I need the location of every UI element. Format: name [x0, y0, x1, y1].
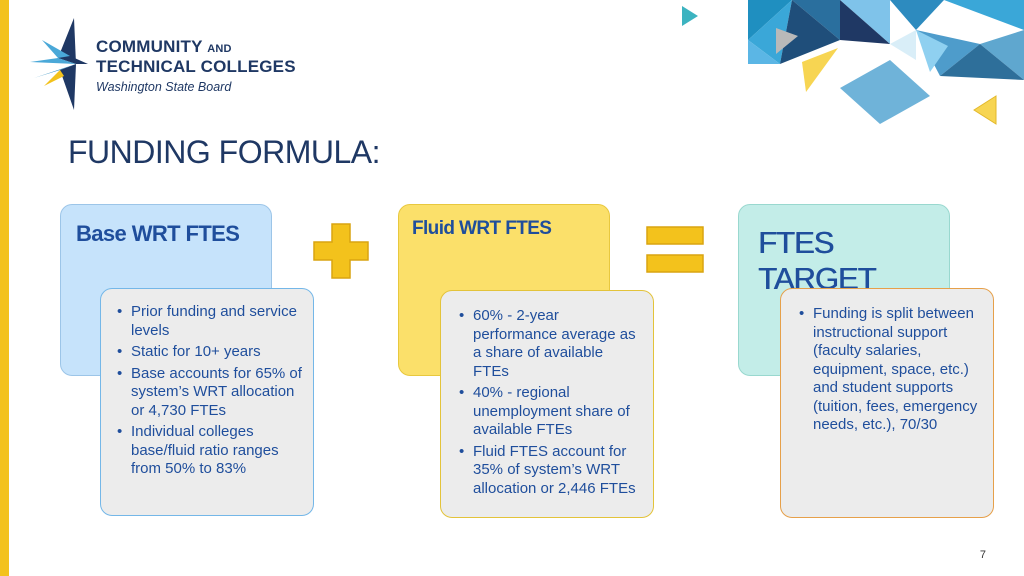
logo-line-1: COMMUNITY AND	[96, 37, 232, 56]
list-item: Individual colleges base/fluid ratio ran…	[117, 423, 303, 479]
list-item: 40% - regional unemployment share of ava…	[459, 384, 643, 440]
logo-line-2: TECHNICAL COLLEGES	[96, 57, 296, 76]
target-bullet-list: Funding is split between instructional s…	[799, 305, 983, 435]
base-details-box: Prior funding and service levels Static …	[100, 288, 314, 516]
equals-icon	[646, 226, 704, 273]
logo-line-3: Washington State Board	[96, 80, 232, 94]
list-item: Static for 10+ years	[117, 343, 303, 362]
list-item: Prior funding and service levels	[117, 303, 303, 340]
list-item: Funding is split between instructional s…	[799, 305, 983, 435]
target-card-title: FTES TARGET	[758, 225, 876, 297]
logo-text: COMMUNITY AND TECHNICAL COLLEGES Washing…	[96, 38, 296, 96]
fluid-details-box: 60% - 2-year performance average as a sh…	[440, 290, 654, 518]
list-item: 60% - 2-year performance average as a sh…	[459, 307, 643, 381]
page-number: 7	[979, 549, 986, 561]
list-item: Base accounts for 65% of system’s WRT al…	[117, 365, 303, 421]
list-item: Fluid FTES account for 35% of system’s W…	[459, 443, 643, 499]
accent-bar	[0, 0, 9, 576]
plus-icon	[313, 223, 369, 279]
decorative-triangles	[682, 0, 1024, 125]
target-title-line-1: FTES	[758, 225, 834, 260]
logo-star-icon	[30, 18, 88, 110]
target-details-box: Funding is split between instructional s…	[780, 288, 994, 518]
fluid-bullet-list: 60% - 2-year performance average as a sh…	[459, 307, 643, 498]
base-bullet-list: Prior funding and service levels Static …	[117, 303, 303, 479]
logo-and: AND	[207, 43, 232, 55]
base-card-title: Base WRT FTES	[76, 221, 240, 246]
page-title: FUNDING FORMULA:	[68, 134, 381, 170]
fluid-card-title: Fluid WRT FTES	[412, 218, 552, 239]
